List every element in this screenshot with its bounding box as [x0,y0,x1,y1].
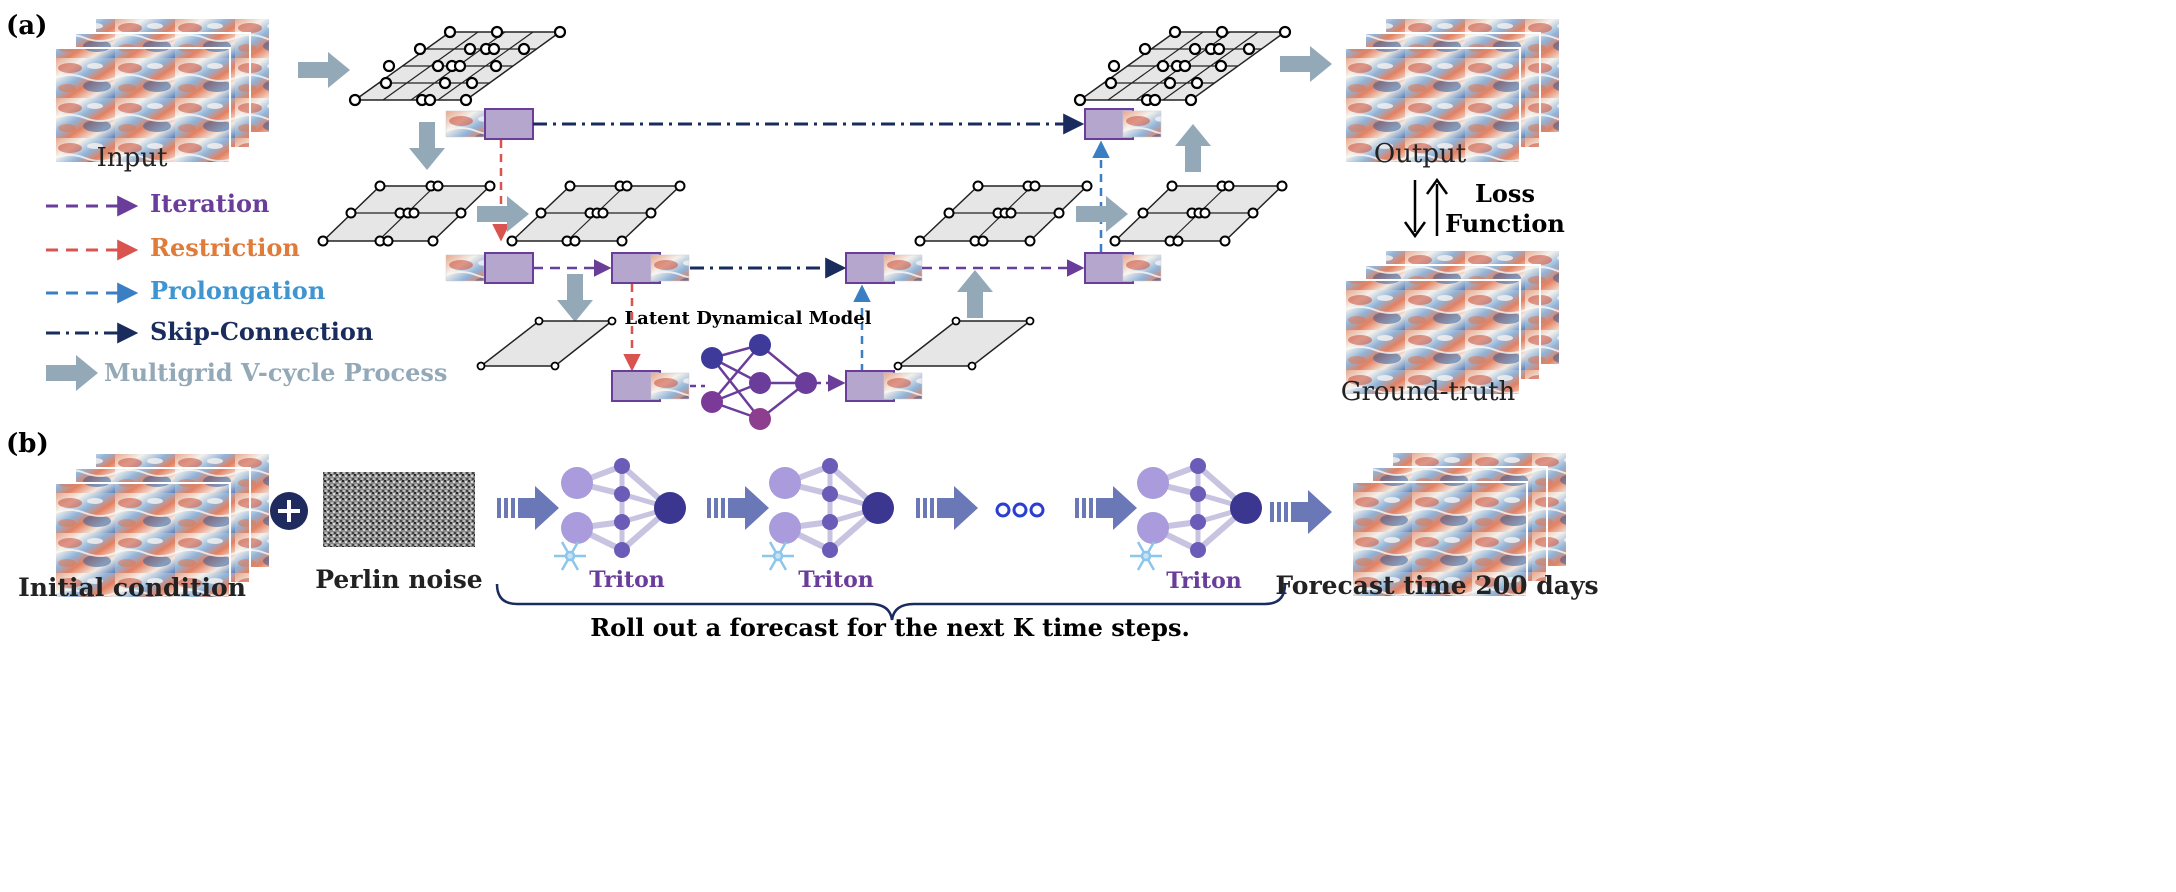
latent-l2-4 [1084,252,1162,284]
latent-l2-3 [845,252,923,284]
mid-grid-4 [1109,180,1288,247]
latent-model-label: Latent Dynamical Model [625,308,872,329]
coarse-grid-left [476,316,617,371]
legend-iteration: Iteration [150,189,269,218]
ground-truth-label: Ground-truth [1341,377,1516,407]
rollout-arrow-3 [916,486,978,530]
legend-vcycle: Multigrid V-cycle Process [104,358,447,387]
perlin-noise-label: Perlin noise [315,565,482,594]
output-label: Output [1374,139,1467,169]
panel-a-tag: (a) [6,11,47,41]
triton-label-2: Triton [798,567,874,593]
vcycle-arrow-output [1280,46,1332,82]
rollout-arrow-2 [707,486,769,530]
vcycle-arrow-up-1 [1175,124,1211,172]
triton-label-1: Triton [589,567,665,593]
vcycle-arrow-up-2 [957,270,993,318]
legend: Iteration Restriction Prolongation Skip-… [46,189,447,391]
fine-grid-right [1073,25,1292,107]
triton-label-3: Triton [1166,568,1242,594]
triton-network-1 [554,458,686,570]
vcycle-arrow-down-2 [557,274,593,322]
fine-grid-left [348,25,567,107]
mid-grid-2 [506,180,686,247]
perlin-noise-image [323,472,475,547]
mid-grid-3 [914,180,1093,247]
rollout-label: Roll out a forecast for the next K time … [590,613,1190,642]
loss-label-line2: Function [1445,209,1565,238]
loss-label-line1: Loss [1475,179,1535,208]
forecast-label: Forecast time 200 days [1275,571,1598,600]
latent-l1-left [445,108,534,140]
latent-l2-1 [445,252,534,284]
input-field-stack [54,17,271,164]
rollout-brace [495,583,1287,621]
ellipsis-dots [995,502,1045,518]
initial-condition-label: Initial condition [18,573,246,602]
mid-grid-1 [317,180,496,247]
rollout-arrow-1 [497,486,559,530]
vcycle-arrow-mid-2 [1076,196,1128,232]
rollout-arrow-5 [1270,490,1332,534]
plus-icon [270,492,308,530]
latent-network [701,334,817,430]
legend-prolongation: Prolongation [150,276,325,305]
legend-skip-connection: Skip-Connection [150,317,373,346]
input-label: Input [97,143,168,173]
loss-arrows [1403,177,1449,239]
latent-l3-right [845,370,923,402]
latent-l1-right [1084,108,1162,140]
latent-l2-2 [611,252,690,284]
vcycle-arrow-down-1 [409,122,445,170]
legend-restriction: Restriction [150,233,300,262]
vcycle-arrow-input [298,52,350,88]
latent-l3-left [611,370,690,402]
vcycle-arrow-mid-1 [477,196,529,232]
triton-network-3 [1130,458,1262,570]
rollout-arrow-4 [1075,486,1137,530]
ground-truth-field-stack [1344,249,1561,396]
triton-network-2 [762,458,894,570]
panel-b-tag: (b) [6,429,49,459]
coarse-grid-right [893,316,1035,371]
